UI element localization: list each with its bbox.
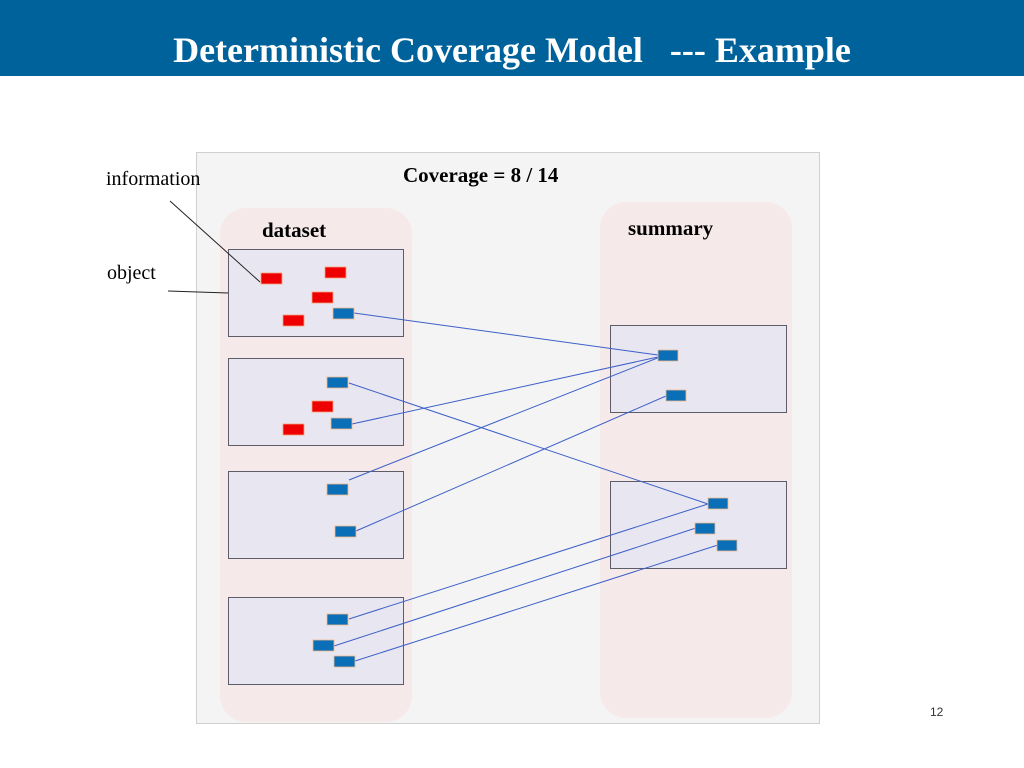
dataset-object-3: [228, 471, 404, 559]
page-number: 12: [930, 705, 944, 719]
information-annotation: information: [106, 168, 201, 190]
dataset-object-1: [228, 249, 404, 337]
dataset-object-2: [228, 358, 404, 446]
summary-object-2: [610, 481, 787, 569]
title-bar: [0, 0, 1024, 76]
dataset-object-4: [228, 597, 404, 685]
dataset-label: dataset: [262, 218, 327, 242]
object-annotation: object: [107, 262, 156, 284]
slide-title: Deterministic Coverage Model --- Example: [173, 30, 851, 70]
summary-object-1: [610, 325, 787, 413]
summary-label: summary: [628, 216, 714, 240]
coverage-label: Coverage = 8 / 14: [403, 163, 559, 187]
summary-column: [600, 202, 792, 718]
